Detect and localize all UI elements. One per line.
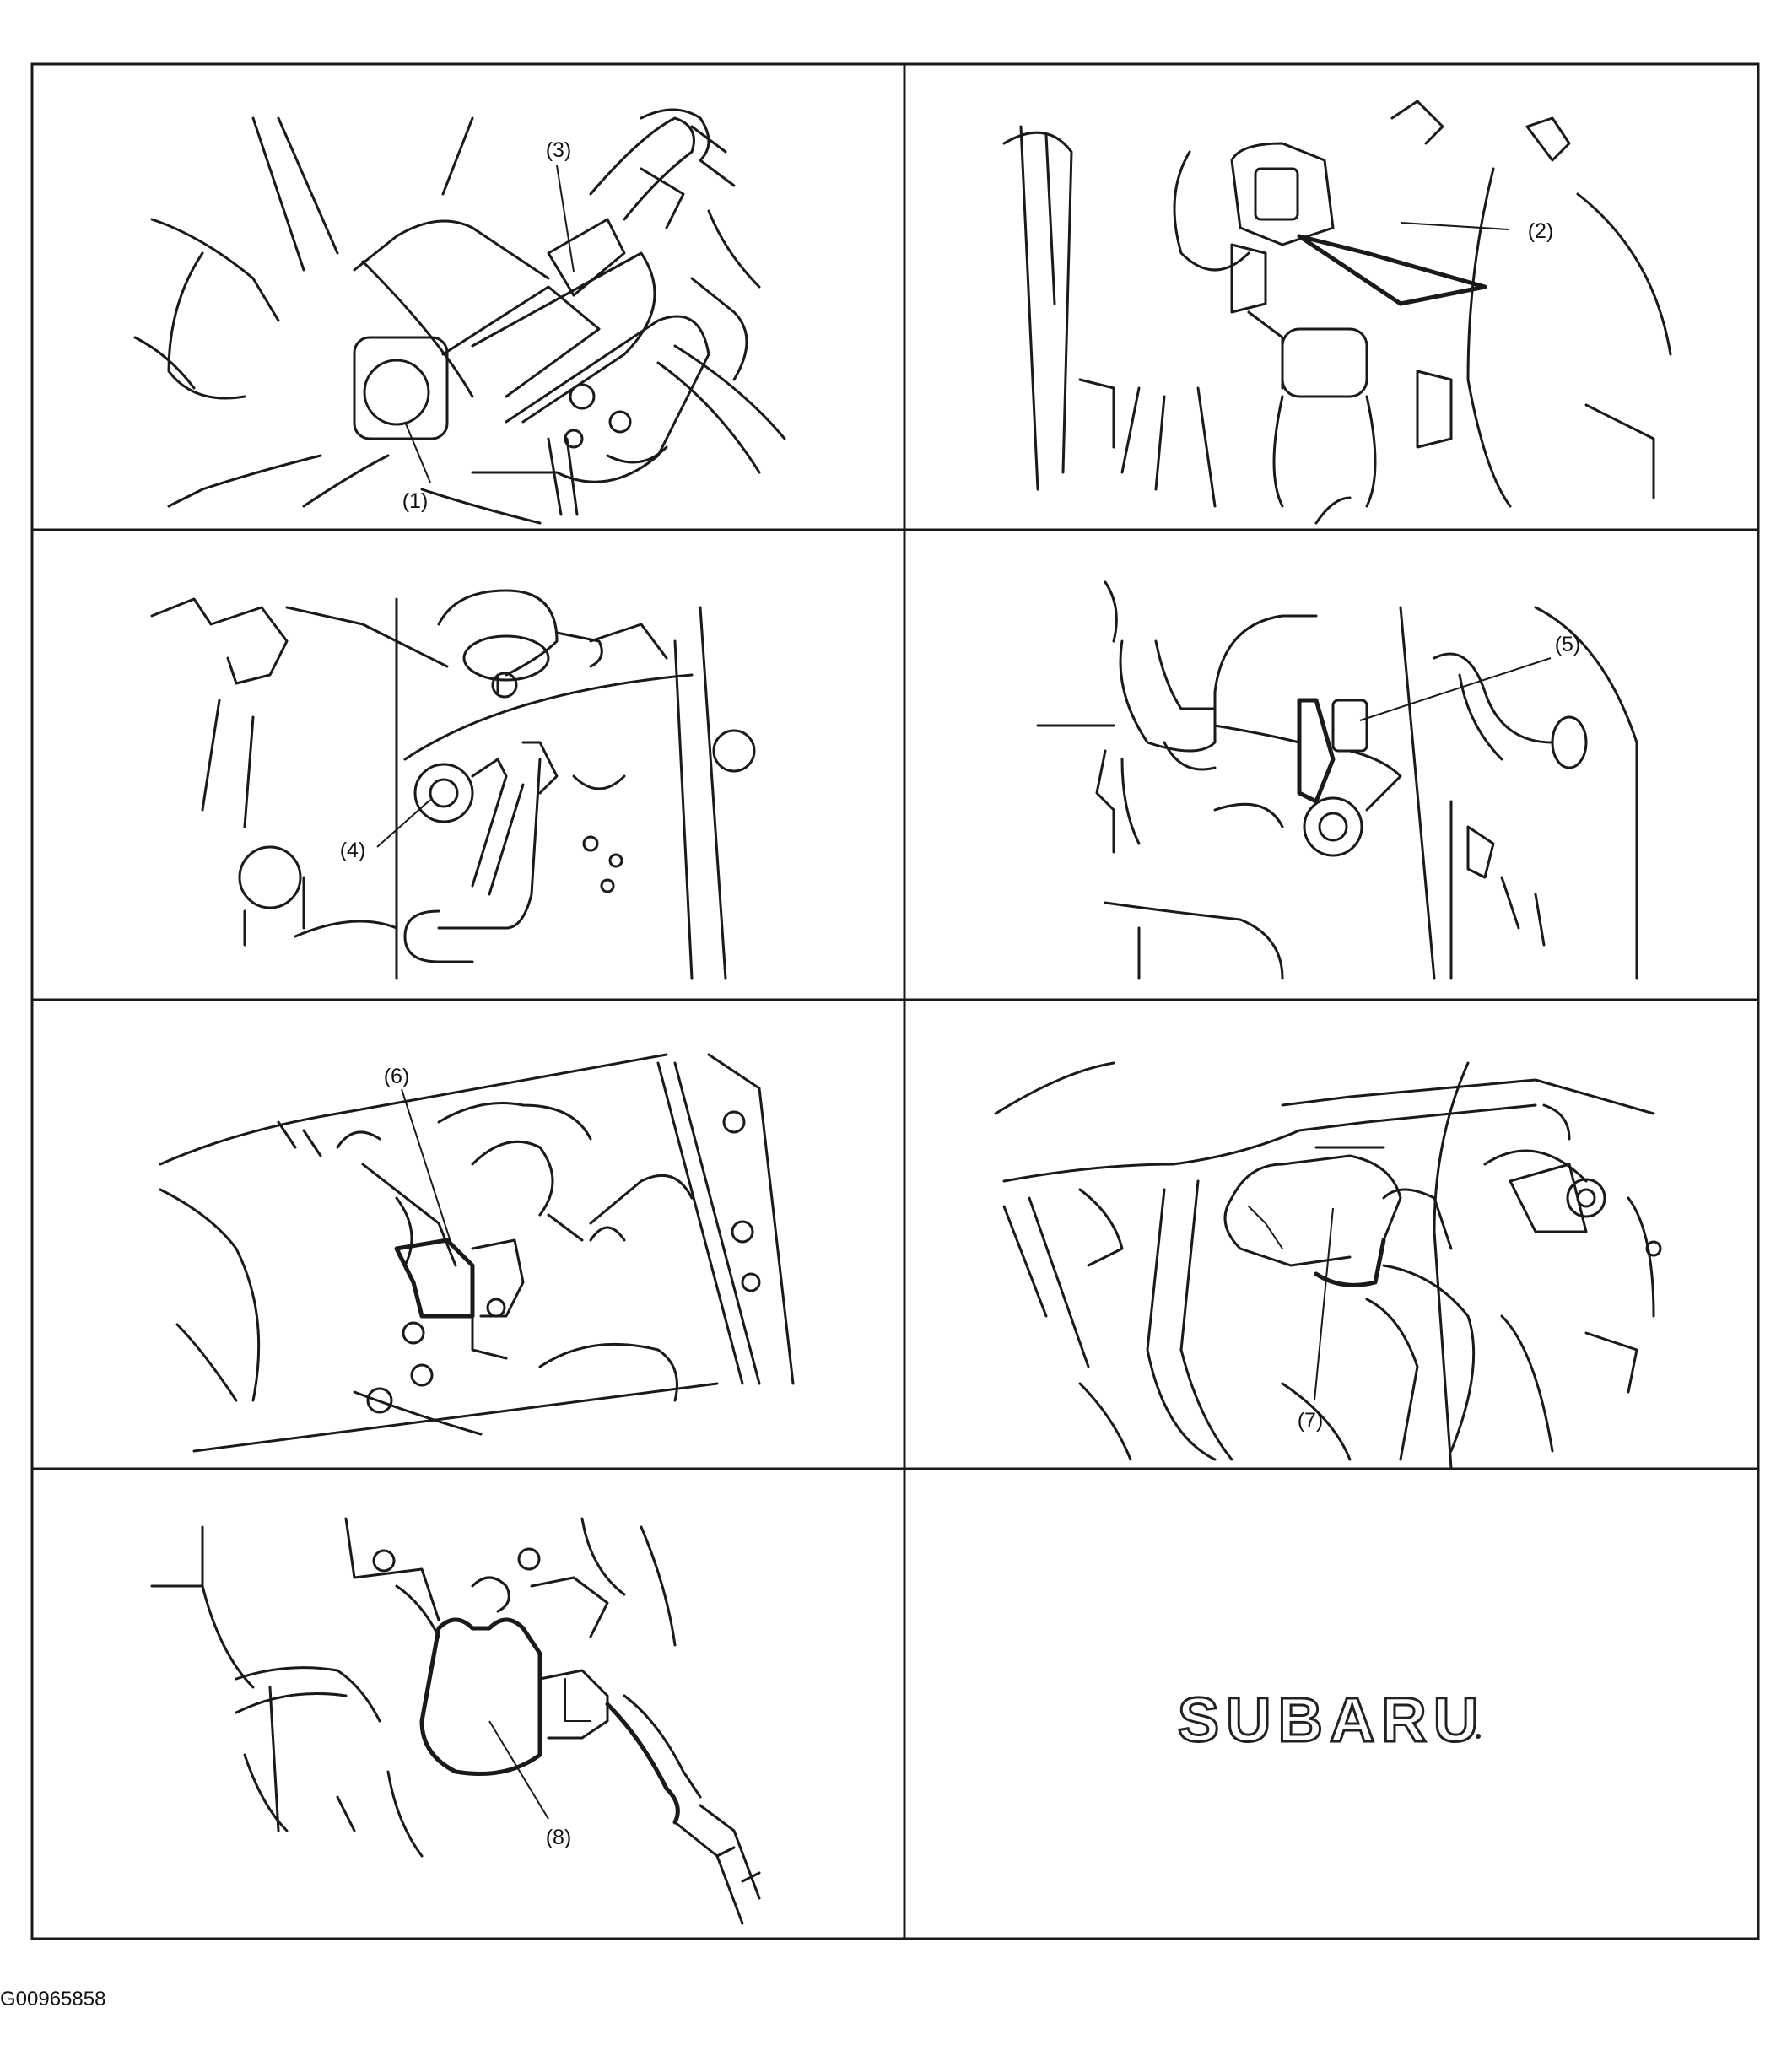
callout-3: (3): [546, 138, 572, 162]
panel-grid: [30, 62, 1760, 1940]
panel-1-engine-drawing: [133, 108, 786, 525]
subaru-logo: SUBARU: [1178, 1685, 1486, 1755]
panel-5: (6): [159, 1053, 795, 1453]
panel-4: (5): [1036, 580, 1638, 980]
callout-8-leader: [488, 1720, 549, 1820]
callout-5-leader: [1359, 657, 1552, 721]
panel-7-engine-drawing: [150, 1517, 761, 1925]
panel-7: (8): [150, 1517, 761, 1925]
panel-2: (2): [1002, 100, 1672, 525]
panel-2-engine-drawing: [1002, 100, 1672, 525]
callout-1: (1): [402, 489, 429, 513]
callout-8: (8): [546, 1826, 572, 1849]
panel-6: (7): [994, 1061, 1662, 1470]
callout-5: (5): [1555, 633, 1581, 656]
logo-registered-dot: [1476, 1734, 1481, 1739]
callout-4-leader: [376, 799, 431, 848]
callout-3-leader: [556, 165, 575, 272]
panel-1: (1) (3): [133, 108, 786, 525]
panel-6-engine-drawing: [994, 1061, 1662, 1470]
callout-4: (4): [340, 839, 366, 862]
callout-2: (2): [1528, 219, 1554, 243]
figure-id: G00965858: [0, 1988, 106, 2010]
callout-7: (7): [1298, 1409, 1324, 1433]
callout-6-leader: [401, 1088, 453, 1248]
panel-3-engine-drawing: [150, 589, 756, 980]
panel-8: SUBARU: [1176, 1684, 1486, 1756]
callout-7-leader: [1314, 1207, 1334, 1401]
callout-2-leader: [1400, 222, 1509, 230]
panel-5-engine-drawing: [159, 1053, 795, 1453]
panel-3: (4): [150, 589, 756, 980]
panel-4-engine-drawing: [1036, 580, 1638, 980]
callout-6: (6): [384, 1065, 410, 1088]
callout-1-leader: [404, 421, 431, 483]
